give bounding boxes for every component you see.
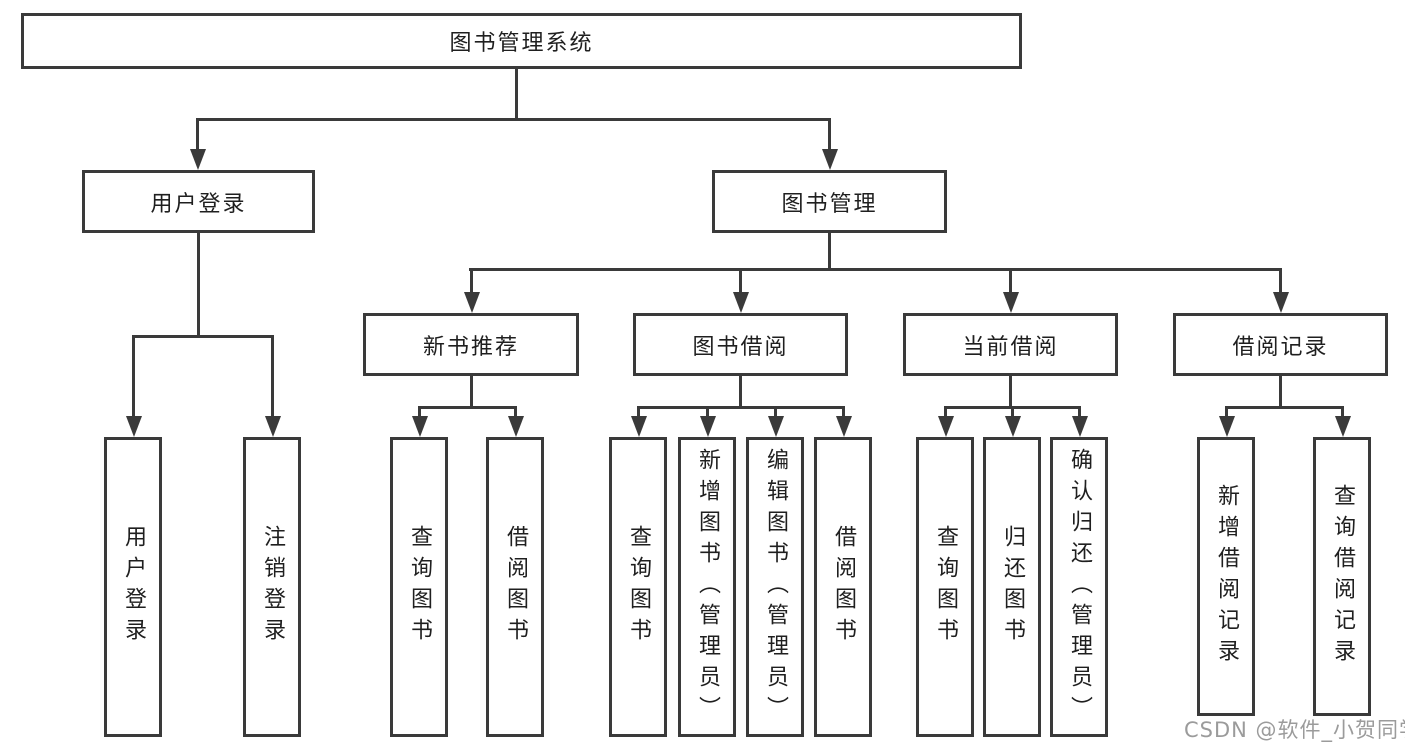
connector-hline	[1225, 406, 1344, 409]
leaf-add-borrow-record: 新增借阅记录	[1197, 437, 1255, 716]
connector-hline	[132, 335, 274, 338]
node-book-borrowing: 图书借阅	[633, 313, 848, 376]
node-user-login-label: 用户登录	[150, 191, 247, 217]
connector-arrow-down	[842, 406, 845, 416]
connector-arrow-down	[196, 118, 199, 149]
connector-hline	[637, 406, 845, 409]
connector-vline	[197, 233, 200, 335]
leaf-add-books-admin-label: 新增图书（管理员）	[695, 447, 720, 727]
leaf-borrow-books-recommend-label: 借阅图书	[503, 525, 528, 649]
leaf-query-books-borrow: 查询图书	[609, 437, 667, 737]
leaf-borrow-books-label: 借阅图书	[831, 525, 856, 649]
leaf-query-books-recommend: 查询图书	[390, 437, 448, 737]
leaf-borrow-books-recommend: 借阅图书	[486, 437, 544, 737]
node-borrowing-records: 借阅记录	[1173, 313, 1388, 376]
connector-arrow-down	[774, 406, 777, 416]
connector-hline	[469, 268, 1282, 271]
node-borrowing-records-label: 借阅记录	[1232, 334, 1329, 360]
node-new-book-recommend-label: 新书推荐	[422, 334, 519, 360]
connector-vline	[515, 68, 518, 118]
connector-vline	[739, 376, 742, 406]
leaf-return-books-label: 归还图书	[1000, 525, 1025, 649]
connector-arrow-down	[470, 268, 473, 292]
connector-arrow-down	[1279, 268, 1282, 292]
connector-arrow-down	[1011, 406, 1014, 416]
node-book-borrowing-label: 图书借阅	[692, 334, 789, 360]
connector-arrow-down	[739, 268, 742, 292]
leaf-confirm-return-admin: 确认归还（管理员）	[1050, 437, 1108, 737]
leaf-return-books: 归还图书	[983, 437, 1041, 737]
leaf-query-borrow-record-label: 查询借阅记录	[1330, 483, 1355, 670]
leaf-user-login-label: 用户登录	[121, 525, 146, 649]
connector-arrow-down	[1009, 268, 1012, 292]
connector-vline	[1279, 376, 1282, 406]
connector-hline	[196, 118, 831, 121]
connector-arrow-down	[828, 118, 831, 149]
leaf-query-books-current-label: 查询图书	[933, 525, 958, 649]
csdn-watermark: CSDN @软件_小贺同学	[1184, 718, 1405, 742]
connector-arrow-down	[1225, 406, 1228, 416]
leaf-edit-books-admin: 编辑图书（管理员）	[746, 437, 804, 737]
connector-arrow-down	[514, 406, 517, 416]
leaf-query-books-current: 查询图书	[916, 437, 974, 737]
leaf-edit-books-admin-label: 编辑图书（管理员）	[763, 447, 788, 727]
node-root-label: 图书管理系统	[449, 31, 594, 56]
leaf-logout-label: 注销登录	[260, 525, 285, 649]
leaf-query-books-borrow-label: 查询图书	[626, 525, 651, 649]
connector-vline	[470, 376, 473, 406]
connector-arrow-down	[1341, 406, 1344, 416]
connector-vline	[1009, 376, 1012, 406]
connector-vline	[828, 233, 831, 268]
leaf-query-books-recommend-label: 查询图书	[407, 525, 432, 649]
node-current-borrowing: 当前借阅	[903, 313, 1118, 376]
leaf-add-books-admin: 新增图书（管理员）	[678, 437, 736, 737]
leaf-add-borrow-record-label: 新增借阅记录	[1214, 483, 1239, 670]
leaf-borrow-books: 借阅图书	[814, 437, 872, 737]
leaf-confirm-return-admin-label: 确认归还（管理员）	[1067, 447, 1092, 727]
connector-arrow-down	[637, 406, 640, 416]
node-root: 图书管理系统	[21, 13, 1022, 69]
connector-arrow-down	[706, 406, 709, 416]
node-book-management-label: 图书管理	[781, 191, 878, 217]
node-current-borrowing-label: 当前借阅	[962, 334, 1059, 360]
connector-hline	[418, 406, 517, 409]
leaf-user-login: 用户登录	[104, 437, 162, 737]
connector-arrow-down	[271, 335, 274, 416]
leaf-query-borrow-record: 查询借阅记录	[1313, 437, 1371, 716]
node-user-login: 用户登录	[82, 170, 315, 233]
node-new-book-recommend: 新书推荐	[363, 313, 579, 376]
connector-arrow-down	[944, 406, 947, 416]
connector-arrow-down	[132, 335, 135, 416]
node-book-management: 图书管理	[712, 170, 947, 233]
connector-arrow-down	[1078, 406, 1081, 416]
connector-arrow-down	[418, 406, 421, 416]
leaf-logout: 注销登录	[243, 437, 301, 737]
